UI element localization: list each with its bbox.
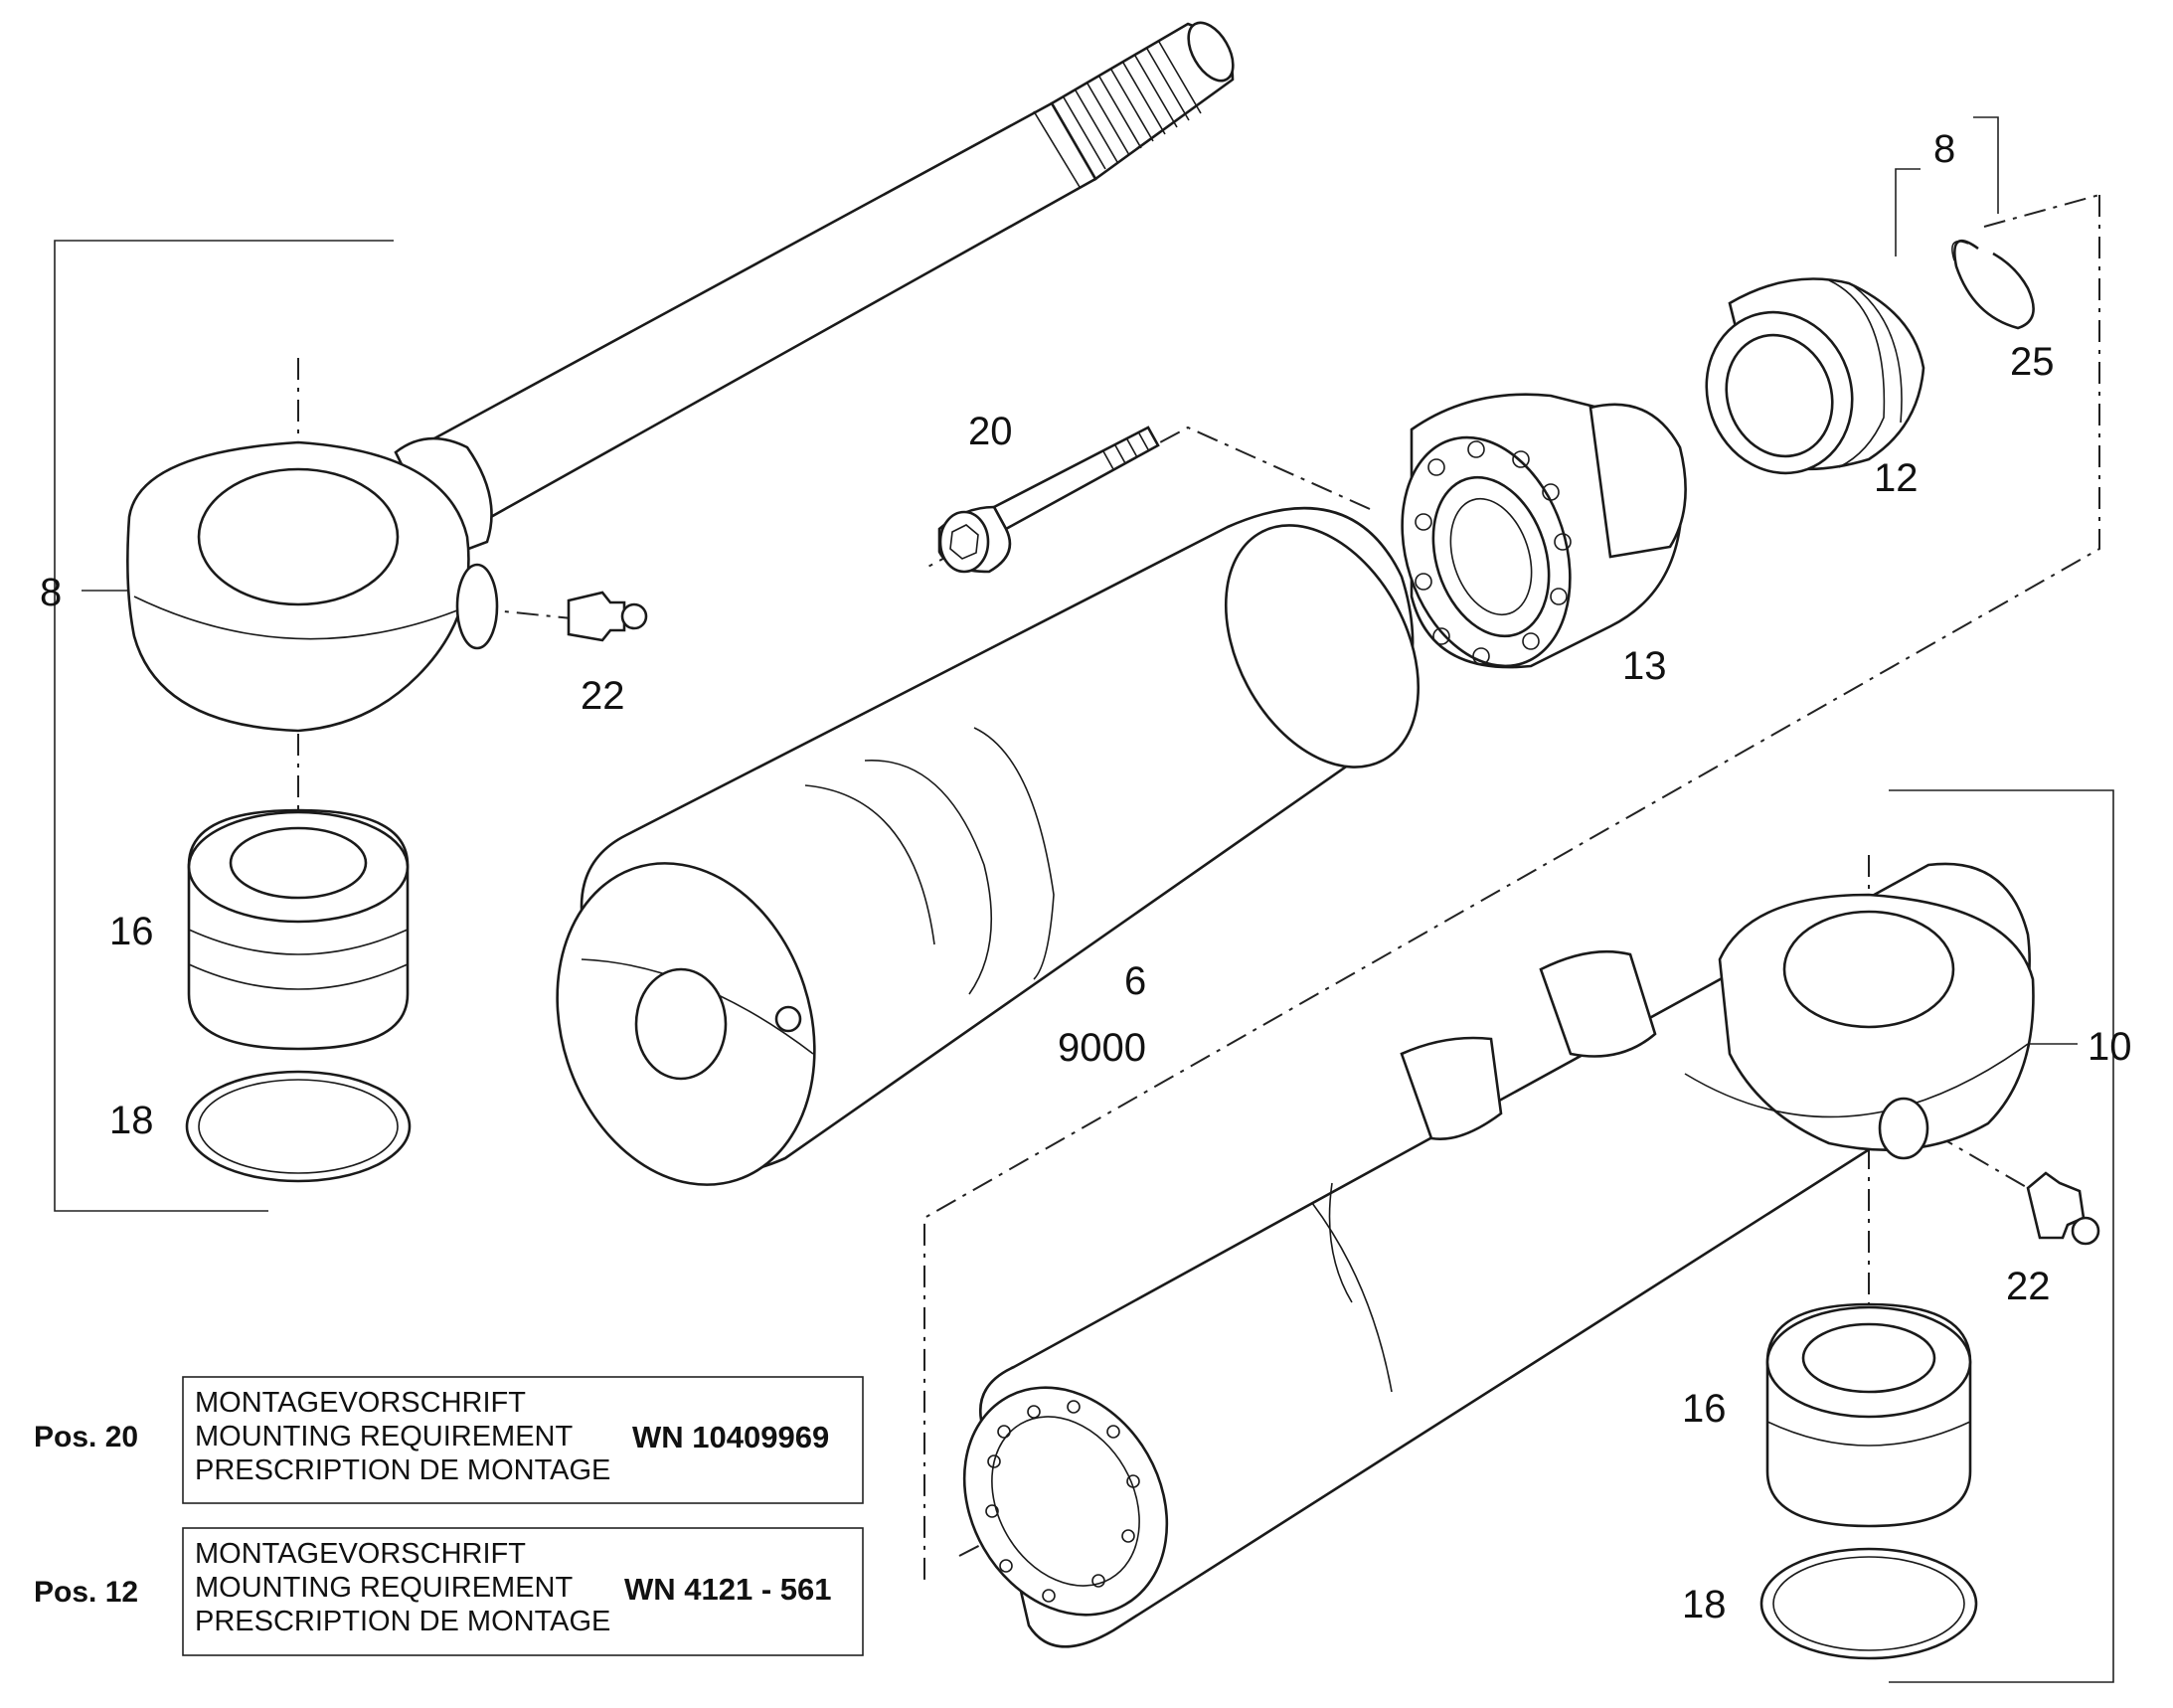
- note-line-fr: PRESCRIPTION DE MONTAGE: [195, 1606, 610, 1637]
- callout-ring-bottom: 18: [1682, 1583, 1727, 1626]
- callout-bearing-bottom: 16: [1682, 1387, 1727, 1431]
- note-pos-label: Pos. 12: [34, 1576, 138, 1609]
- grease-nipple-top: [567, 591, 648, 642]
- callout-circlip-bracket: 8: [1933, 127, 1955, 171]
- callout-cylinder-tube: 6: [1124, 959, 1146, 1003]
- callout-tube-assembly: 10: [2088, 1025, 2132, 1069]
- callout-screw: 20: [968, 410, 1013, 453]
- ring-bottom: [1759, 1547, 1978, 1660]
- cylinder-tube: [556, 506, 1421, 1186]
- guide-bush: [1705, 277, 1925, 475]
- piston: [1401, 393, 1687, 669]
- callout-circlip: 25: [2010, 340, 2055, 384]
- bracket-rod-assembly: [54, 240, 394, 1212]
- mounting-note-pos20: Pos. 20 MONTAGEVORSCHRIFT MOUNTING REQUI…: [34, 1376, 864, 1504]
- callout-seal-kit: 9000: [1058, 1026, 1146, 1070]
- callout-bearing-top: 16: [109, 910, 154, 953]
- callout-grease-nipple-top: 22: [581, 674, 625, 718]
- bracket-tube-assembly: [1889, 789, 2114, 1683]
- circlip: [1951, 239, 2035, 330]
- note-line-de: MONTAGEVORSCHRIFT: [195, 1387, 526, 1419]
- bearing-bottom: [1765, 1302, 1972, 1528]
- callout-grease-nipple-bottom: 22: [2006, 1265, 2051, 1308]
- bracket-circlip: [1895, 116, 1999, 256]
- mounting-note-pos12: Pos. 12 MONTAGEVORSCHRIFT MOUNTING REQUI…: [34, 1527, 864, 1656]
- note-line-en: MOUNTING REQUIREMENT: [195, 1572, 574, 1604]
- bearing-top: [187, 808, 410, 1051]
- note-line-fr: PRESCRIPTION DE MONTAGE: [195, 1454, 610, 1486]
- piston-rod: [126, 21, 1235, 733]
- note-wn-number: WN 10409969: [632, 1420, 829, 1454]
- callout-ring-top: 18: [109, 1099, 154, 1142]
- note-line-en: MOUNTING REQUIREMENT: [195, 1421, 574, 1452]
- screw: [937, 426, 1160, 574]
- tube-assembly: [962, 862, 2035, 1648]
- note-pos-label: Pos. 20: [34, 1421, 138, 1453]
- callout-rod-assembly: 8: [40, 571, 62, 614]
- grease-nipple-bottom: [2026, 1171, 2100, 1246]
- note-wn-number: WN 4121 - 561: [624, 1572, 832, 1607]
- note-line-de: MONTAGEVORSCHRIFT: [195, 1538, 526, 1570]
- callout-guide-bush: 12: [1874, 456, 1919, 500]
- ring-top: [185, 1070, 412, 1183]
- callout-piston: 13: [1622, 644, 1667, 688]
